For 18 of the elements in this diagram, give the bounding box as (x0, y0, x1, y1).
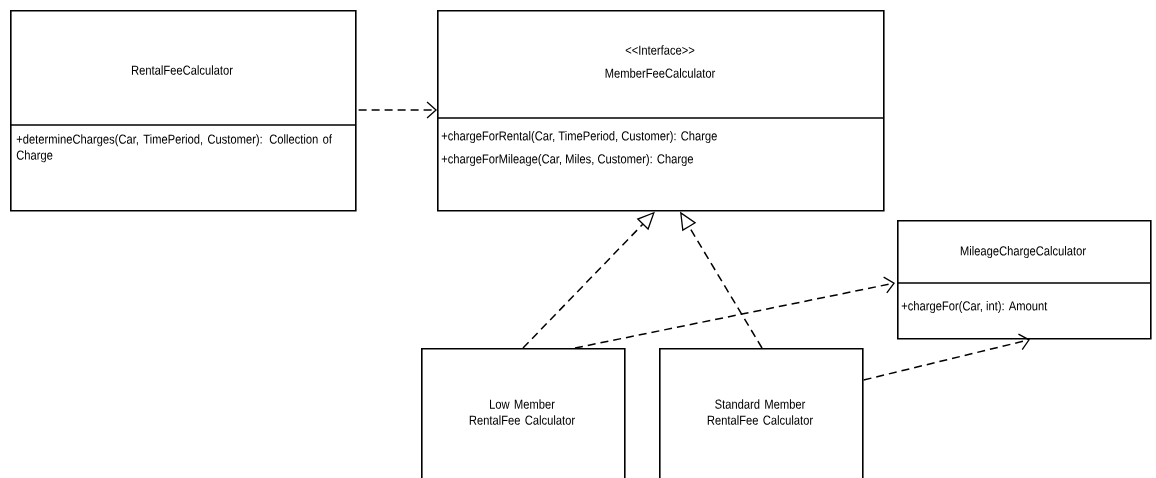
class-box (9, 10, 357, 212)
dependency-arrow (862, 333, 1030, 381)
stereotype-label: <<Interface>> (625, 45, 695, 55)
method-signature: +chargeForMileage(Car, Miles, Customer): Charge (441, 153, 694, 167)
class-name: MileageChargeCalculator (960, 245, 1086, 259)
method-signature: +determineCharges(Car, TimePeriod, Customer): Collection of Charge (16, 134, 332, 163)
class-name: Low Member RentalFee Calculator (469, 399, 575, 425)
class-box (659, 348, 864, 478)
method-signature: +chargeForRental(Car, TimePeriod, Customer): Charge (441, 130, 717, 144)
dependency-arrow (357, 101, 437, 119)
class-box (436, 10, 885, 212)
method-signature: +chargeFor(Car, int): Amount (901, 300, 1048, 314)
dependency-arrow (574, 276, 895, 349)
class-name: Standard Member RentalFee Calculator (707, 399, 813, 425)
class-name: MemberFeeCalculator (605, 68, 716, 78)
class-box (421, 348, 626, 478)
class-box (896, 220, 1152, 340)
class-name: RentalFeeCalculator (131, 65, 233, 75)
